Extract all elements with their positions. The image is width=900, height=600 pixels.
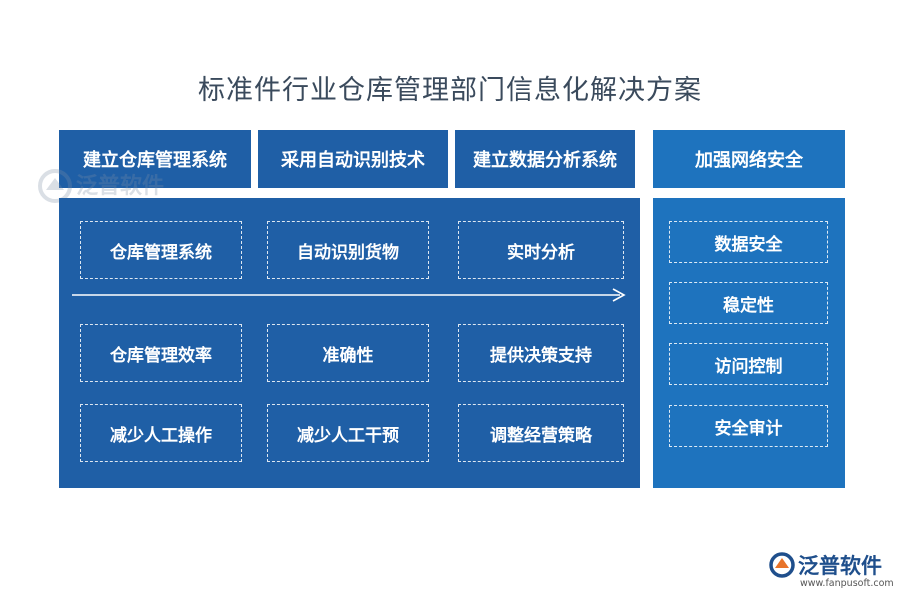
cell-decision-support: 提供决策支持 <box>458 324 624 382</box>
brand-name: 泛普软件 <box>798 554 882 578</box>
brand-url: www.fanpusoft.com <box>800 578 894 589</box>
header-network-security: 加强网络安全 <box>653 130 845 188</box>
header-auto-identification: 采用自动识别技术 <box>258 130 448 188</box>
cell-warehouse-efficiency: 仓库管理效率 <box>80 324 242 382</box>
cell-warehouse-system: 仓库管理系统 <box>80 221 242 279</box>
watermark-logo-icon <box>38 169 72 203</box>
security-item-access-control: 访问控制 <box>669 343 828 385</box>
brand-logo: 泛普软件 www.fanpusoft.com <box>768 550 894 594</box>
security-item-data: 数据安全 <box>669 221 828 263</box>
watermark-text: 泛普软件 <box>76 174 165 199</box>
watermark: 泛普软件 <box>36 168 206 208</box>
brand-logo-icon <box>769 552 795 578</box>
cell-accuracy: 准确性 <box>267 324 429 382</box>
flow-arrow-icon <box>72 288 626 302</box>
cell-auto-identify-goods: 自动识别货物 <box>267 221 429 279</box>
security-panel: 数据安全 稳定性 访问控制 安全审计 <box>653 198 845 488</box>
cell-adjust-strategy: 调整经营策略 <box>458 404 624 462</box>
cell-reduce-manual-operation: 减少人工操作 <box>80 404 242 462</box>
cell-realtime-analysis: 实时分析 <box>458 221 624 279</box>
header-data-analysis: 建立数据分析系统 <box>455 130 635 188</box>
page-title: 标准件行业仓库管理部门信息化解决方案 <box>198 75 702 106</box>
security-item-audit: 安全审计 <box>669 405 828 447</box>
security-item-stability: 稳定性 <box>669 282 828 324</box>
main-panel: 仓库管理系统 自动识别货物 实时分析 仓库管理效率 准确性 提供决策支持 减少人… <box>59 198 640 488</box>
cell-reduce-manual-intervention: 减少人工干预 <box>267 404 429 462</box>
header-warehouse-system: 建立仓库管理系统 <box>59 130 251 188</box>
